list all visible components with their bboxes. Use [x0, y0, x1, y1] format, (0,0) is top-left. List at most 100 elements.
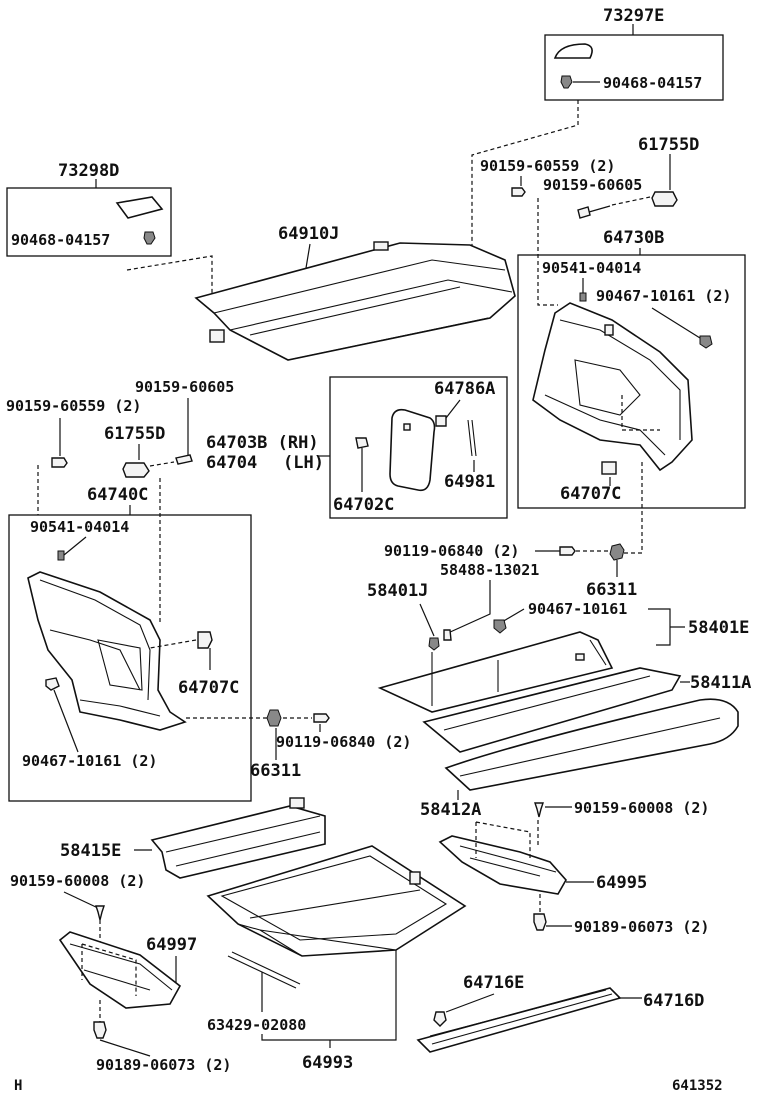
label-64740C: 64740C — [87, 485, 148, 505]
part-64995: 90159-60008 (2) 64995 90189-06073 (2) — [438, 799, 709, 936]
side-trim-64730B — [532, 302, 693, 472]
callout-73298D: 73298D 90468-04157 — [6, 161, 172, 257]
bolt-90159-60605-top — [577, 206, 591, 219]
side-trim-64740C — [27, 571, 187, 731]
hinge-64702C — [355, 437, 369, 449]
bracket-61755D-l — [122, 462, 150, 478]
label-58412A: 58412A — [420, 800, 481, 820]
label-64704-lh: (LH) — [283, 453, 324, 473]
label-58401E: 58401E — [688, 618, 749, 638]
screw-90159-60008-r — [534, 802, 544, 818]
clip-90467-10161-m — [493, 619, 507, 634]
label-64730B: 64730B — [603, 228, 664, 248]
label-61755D-l: 61755D — [104, 424, 165, 444]
part-64993: 63429-02080 64993 — [206, 845, 467, 1073]
label-64993: 64993 — [302, 1053, 353, 1073]
clip-90468-04157-a — [560, 75, 573, 89]
bolt-90159-60559-l — [51, 457, 68, 468]
label-90468-04157-a: 90468-04157 — [603, 74, 702, 92]
screw-90541-04014-l — [57, 550, 65, 561]
label-64995: 64995 — [596, 873, 647, 893]
callout-64703B-64704: 64703B (RH) 64704 (LH) 64786A 64702C 649… — [206, 376, 508, 519]
part-64997: 90159-60008 (2) 64997 90189-06073 (2) — [10, 872, 231, 1074]
bracket-64707C-l — [197, 631, 213, 649]
label-90467-10161-m: 90467-10161 — [528, 600, 627, 618]
bracket-61755D-top — [651, 191, 678, 207]
label-90159-60008-r: 90159-60008 (2) — [574, 799, 709, 817]
label-73297E: 73297E — [603, 6, 664, 26]
label-64702C: 64702C — [333, 495, 394, 515]
grommet-66311-r — [609, 543, 625, 561]
label-64707C-l: 64707C — [178, 678, 239, 698]
bolt-90119-06840-r — [559, 546, 576, 556]
fasteners-top-right: 90159-60559 (2) 90159-60605 61755D — [480, 135, 699, 306]
label-66311-l: 66311 — [250, 761, 301, 781]
label-90119-06840-l: 90119-06840 (2) — [276, 733, 411, 751]
label-90159-60008-l: 90159-60008 (2) — [10, 872, 145, 890]
part-58412A: 58412A — [420, 698, 739, 820]
label-90159-60605-top: 90159-60605 — [543, 176, 642, 194]
label-90159-60559-l: 90159-60559 (2) — [6, 397, 141, 415]
label-64707C-r: 64707C — [560, 484, 621, 504]
grommet-66311-l — [266, 709, 282, 727]
cover-cap-73297E — [553, 43, 593, 59]
label-64910J: 64910J — [278, 224, 339, 244]
callout-64730B: 64730B 90541-04014 90467-10161 (2) 64707… — [517, 228, 746, 509]
bolt-90159-60605-l — [175, 454, 193, 465]
label-64997: 64997 — [146, 935, 197, 955]
label-58401J: 58401J — [367, 581, 428, 601]
clip-90189-06073-l — [93, 1021, 107, 1039]
part-64910J: 64910J — [194, 224, 516, 361]
clip-90189-06073-r — [533, 913, 547, 931]
label-90468-04157-b: 90468-04157 — [11, 231, 110, 249]
label-90159-60605-l: 90159-60605 — [135, 378, 234, 396]
label-66311-r: 66311 — [586, 580, 637, 600]
label-90119-06840-r: 90119-06840 (2) — [384, 542, 519, 560]
label-90189-06073-r: 90189-06073 (2) — [574, 918, 709, 936]
label-64704: 64704 — [206, 453, 257, 473]
label-64786A: 64786A — [434, 379, 495, 399]
knob-64786A — [435, 415, 447, 427]
fasteners-mid-left: 90119-06840 (2) 66311 — [186, 709, 411, 781]
label-58488-13021: 58488-13021 — [440, 561, 539, 579]
corner-code-left: H — [14, 1078, 22, 1094]
cover-cap-73298D — [115, 196, 164, 219]
label-64703B: 64703B (RH) — [206, 433, 319, 453]
label-73298D: 73298D — [58, 161, 119, 181]
label-63429-02080: 63429-02080 — [207, 1016, 306, 1034]
label-61755D-top: 61755D — [638, 135, 699, 155]
spring-64981 — [467, 419, 473, 457]
clip-90467-10161-r — [699, 335, 713, 349]
fasteners-mid-right: 90119-06840 (2) 66311 58488-13021 — [384, 542, 637, 600]
label-64981: 64981 — [444, 472, 495, 492]
fasteners-left: 90159-60605 90159-60559 (2) 61755D — [6, 378, 234, 625]
label-58415E: 58415E — [60, 841, 121, 861]
clip-90467-10161-l — [45, 677, 60, 691]
clip-64716E — [433, 1011, 447, 1027]
diagram-number: 641352 — [672, 1078, 723, 1094]
label-58411A: 58411A — [690, 673, 751, 693]
label-90541-04014-l: 90541-04014 — [30, 518, 129, 536]
screw-90541-04014-r — [579, 292, 587, 302]
clip-58488-13021 — [443, 629, 452, 641]
lid-64703B — [389, 408, 436, 492]
label-90159-60559-top: 90159-60559 (2) — [480, 157, 615, 175]
label-90467-10161-l: 90467-10161 (2) — [22, 752, 157, 770]
part-64716D: 64716E 64716D — [416, 973, 704, 1053]
part-58415E: 58415E — [60, 797, 326, 879]
label-64716E: 64716E — [463, 973, 524, 993]
part-58401E: 58401J 90467-10161 58401E — [367, 580, 749, 713]
part-58411A: 58411A — [422, 667, 751, 753]
clip-90468-04157-b — [143, 231, 156, 245]
bolt-90119-06840-l — [313, 713, 330, 723]
callout-73297E: 73297E 90468-04157 — [544, 6, 724, 101]
screw-90159-60008-l — [95, 905, 105, 921]
label-90467-10161-r: 90467-10161 (2) — [596, 287, 731, 305]
label-90541-04014-r: 90541-04014 — [542, 259, 641, 277]
label-90189-06073-l: 90189-06073 (2) — [96, 1056, 231, 1074]
label-64716D: 64716D — [643, 991, 704, 1011]
clip-58401J — [428, 637, 440, 651]
bolt-90159-60559-top — [511, 187, 526, 197]
callout-64740C: 64740C 90541-04014 64707C 90467-10161 (2… — [8, 485, 252, 802]
